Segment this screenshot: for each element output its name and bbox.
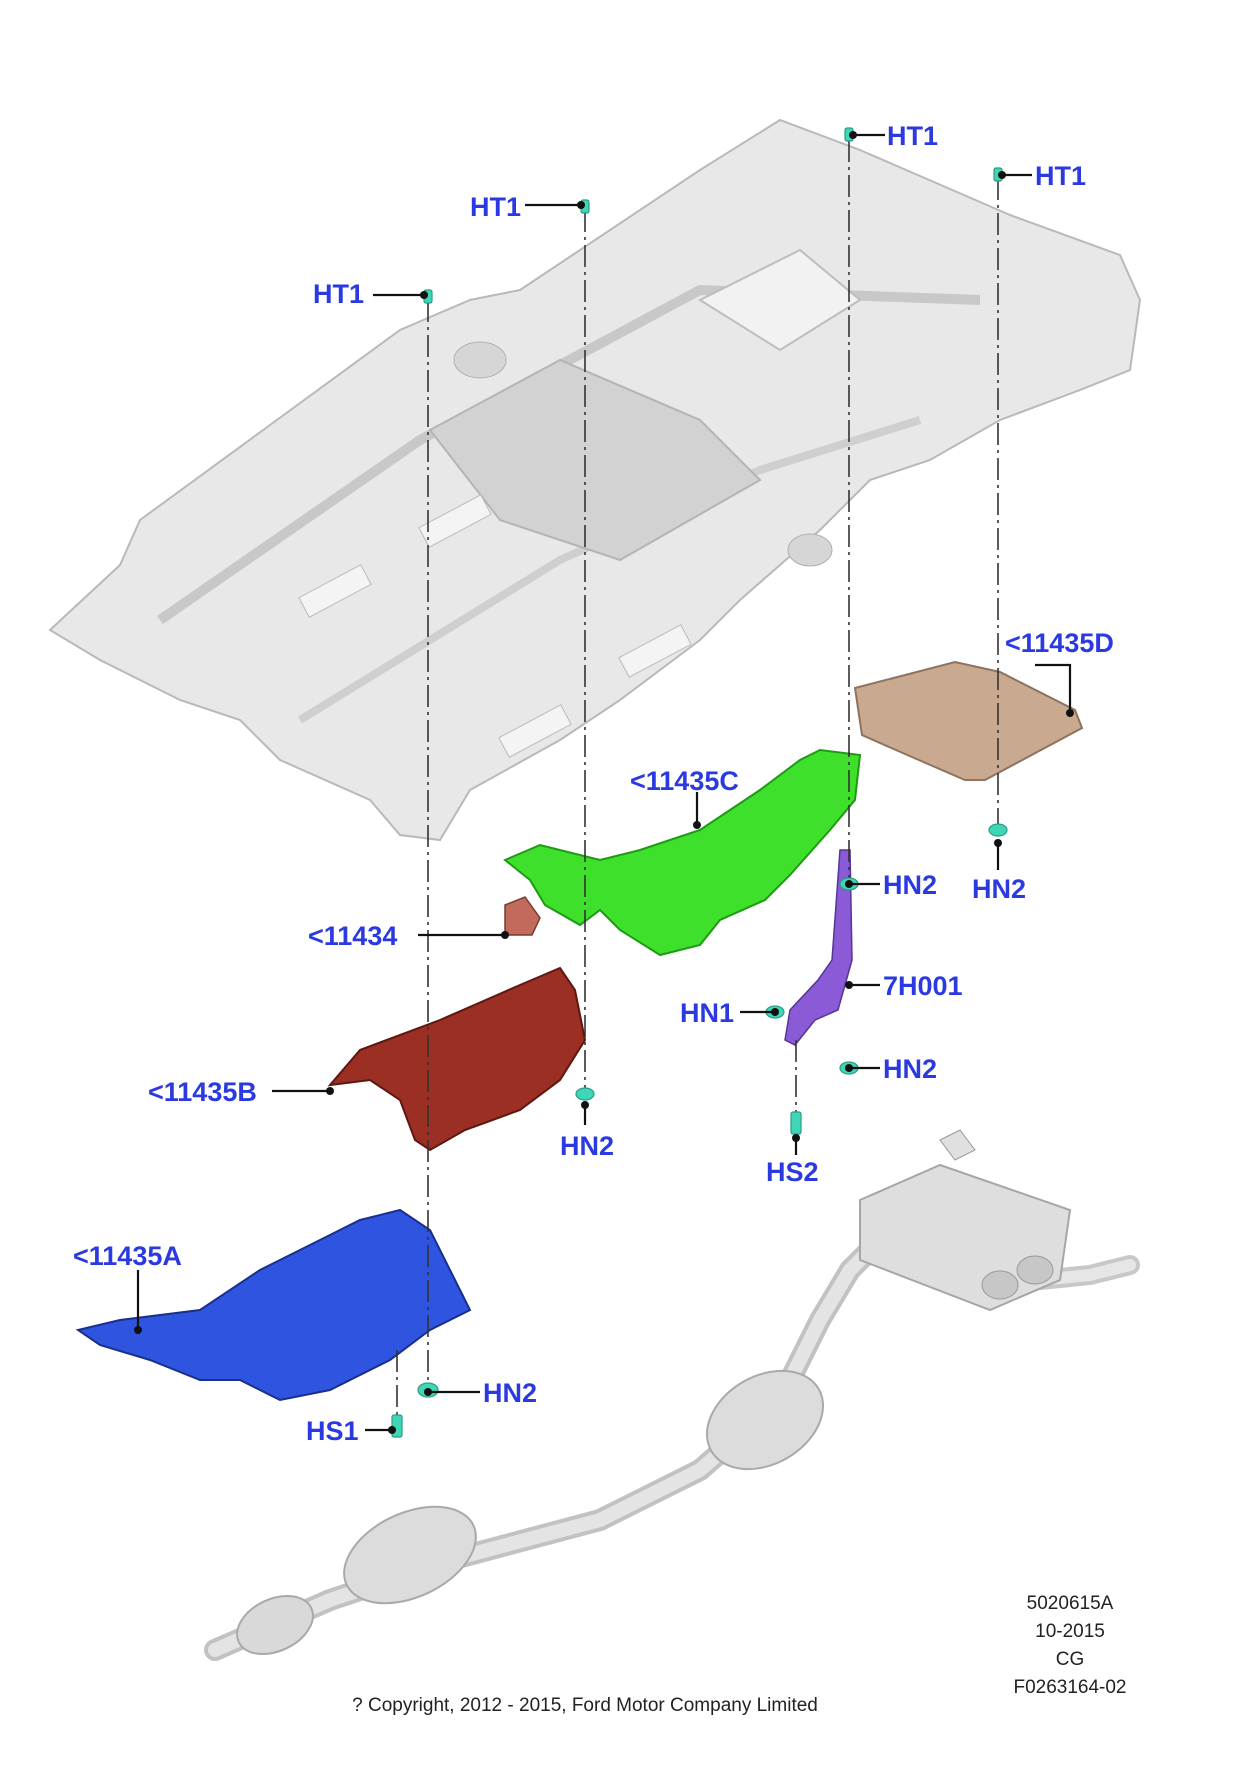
drawing-ref: 5020615A [1027, 1593, 1114, 1614]
floor-pan [48, 118, 1142, 842]
assembly-lines [396, 140, 999, 1420]
drawing-code: CG [1056, 1649, 1085, 1670]
label-hn1: HN1 [680, 998, 734, 1028]
copyright-notice: ? Copyright, 2012 - 2015, Ford Motor Com… [352, 1695, 818, 1716]
label-ht1-d: HT1 [1035, 161, 1086, 191]
label-hs1: HS1 [306, 1416, 359, 1446]
label-ht1-c: HT1 [887, 121, 938, 151]
label-7h001: 7H001 [883, 971, 963, 1001]
callout-labels: HT1 HT1 HT1 HT1 <11435D <11435C <11434 <… [73, 121, 1114, 1446]
label-11435c: <11435C [630, 766, 739, 796]
figure-number: F0263164-02 [1013, 1677, 1126, 1698]
label-11435d: <11435D [1005, 628, 1114, 658]
drawing-date: 10-2015 [1035, 1621, 1105, 1642]
heat-shield-11435c [503, 748, 862, 957]
heat-shield-11435b [327, 966, 587, 1152]
heat-shield-11435d [853, 660, 1084, 781]
heat-shield-11435a [75, 1208, 472, 1402]
exhaust-system [204, 1129, 1140, 1661]
label-hn2-c: HN2 [560, 1131, 614, 1161]
label-ht1-b: HT1 [470, 192, 521, 222]
label-11435a: <11435A [73, 1241, 182, 1271]
label-hn2-a: HN2 [883, 870, 937, 900]
label-hn2-e: HN2 [483, 1378, 537, 1408]
nut-hn2-c [575, 1087, 595, 1101]
label-hn2-b: HN2 [972, 874, 1026, 904]
nut-hn2-b [988, 823, 1008, 837]
label-11434: <11434 [308, 921, 397, 951]
leader-lines [134, 131, 1074, 1434]
screw-hs2 [790, 1111, 802, 1135]
bracket-7h001 [784, 849, 853, 1046]
label-hs2: HS2 [766, 1157, 819, 1187]
bracket-11434 [504, 896, 541, 936]
drawing-info: 5020615A 10-2015 CG F0263164-02 [1013, 1593, 1126, 1698]
label-hn2-d: HN2 [883, 1054, 937, 1084]
label-ht1-a: HT1 [313, 279, 364, 309]
label-11435b: <11435B [148, 1077, 257, 1107]
